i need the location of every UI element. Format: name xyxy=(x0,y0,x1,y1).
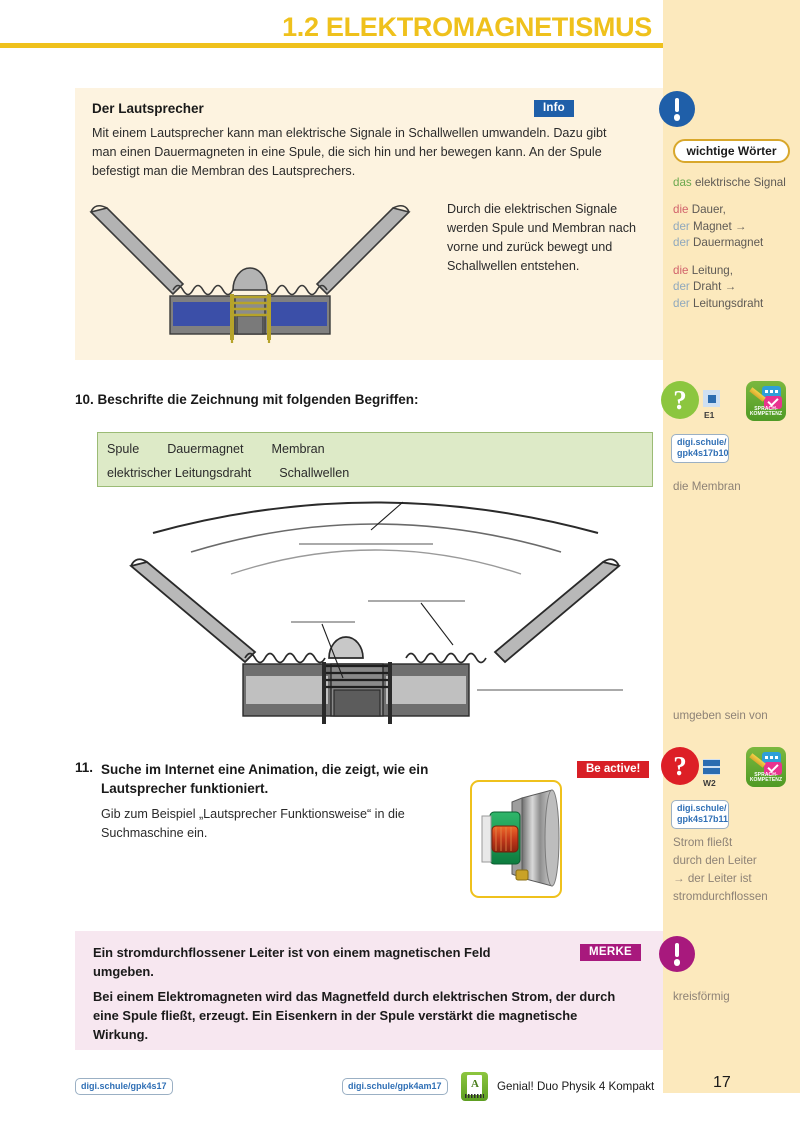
speech-bubble-icon xyxy=(762,386,781,398)
vocab-word: Leitungsdraht xyxy=(693,296,764,310)
merke-line-1: Ein stromdurchflossener Leiter ist von e… xyxy=(93,945,491,979)
page-number: 17 xyxy=(713,1074,731,1091)
exercise-10-wordbank: Spule Dauermagnet Membran elektrischer L… xyxy=(97,432,653,487)
article: die xyxy=(673,203,689,217)
wordbank-row: Spule Dauermagnet Membran xyxy=(107,442,325,456)
sidebar xyxy=(663,0,800,1093)
labelling-diagram xyxy=(129,501,623,724)
sprachkompetenz-badge[interactable]: SPRACH- KOMPETENZ xyxy=(746,381,786,421)
digi-schule-link[interactable]: digi.schule/ gpk4s17b10 xyxy=(671,434,729,463)
merke-line-2: Bei einem Elektromagneten wird das Magne… xyxy=(93,989,616,1042)
level-square-icon xyxy=(703,759,720,775)
vocab-entry: die Leitung, xyxy=(673,263,797,279)
info-panel-body: Mit einem Lautsprecher kann man elektris… xyxy=(92,126,607,179)
sidebar-note-membran: die Membran xyxy=(673,480,741,493)
article: das xyxy=(673,176,692,189)
vocab-group: die Dauer, der Magnet → der Dauermagnet xyxy=(673,202,797,251)
competence-label: SPRACH- KOMPETENZ xyxy=(749,405,783,418)
exercise-11-prompt: Suche im Internet eine Animation, die ze… xyxy=(101,762,429,797)
info-panel: Der Lautsprecher Mit einem Lautsprecher … xyxy=(75,88,663,360)
article: der xyxy=(673,280,690,294)
vocab-word: Dauer, xyxy=(691,203,726,217)
article: der xyxy=(673,236,690,250)
vocab-entry: der Draht → xyxy=(673,279,797,295)
vocab-word: Leitung, xyxy=(691,263,733,277)
exercise-10-heading: 10. Beschrifte die Zeichnung mit folgend… xyxy=(75,392,419,407)
sidebar-note-umgeben: umgeben sein von xyxy=(673,709,768,722)
vocab-entry: die Dauer, xyxy=(673,202,797,218)
exclamation-icon xyxy=(659,91,695,127)
level-square-icon xyxy=(703,390,720,407)
footer-digi-link-left[interactable]: digi.schule/gpk4s17 xyxy=(75,1078,173,1096)
sprachkompetenz-badge[interactable]: SPRACH- KOMPETENZ xyxy=(746,747,786,787)
question-mark-icon[interactable]: ? xyxy=(661,381,699,419)
vocab-list: das elektrische Signal die Dauer, der Ma… xyxy=(673,175,797,323)
info-panel-caption: Durch die elektrischen Signale werden Sp… xyxy=(447,202,637,274)
article: die xyxy=(673,263,689,277)
sidebar-note-kreisfoermig: kreisförmig xyxy=(673,990,730,1003)
vocab-heading: wichtige Wörter xyxy=(673,139,790,163)
footer-book-title: Genial! Duo Physik 4 Kompakt xyxy=(497,1080,655,1093)
loudspeaker-cross-section-diagram xyxy=(89,204,411,343)
sidebar-note-strom: Strom fließt durch den Leiter → der Leit… xyxy=(673,836,768,903)
speech-bubble-icon xyxy=(764,762,782,775)
vocab-entry: das elektrische Signal xyxy=(673,175,797,191)
vocab-entry: der Magnet → xyxy=(673,219,797,235)
vocab-entry: der Dauermagnet xyxy=(673,235,797,251)
vocab-group: das elektrische Signal xyxy=(673,175,797,191)
vocab-group: die Leitung, der Draht → der Leitungsdra… xyxy=(673,263,797,312)
question-mark-icon[interactable]: ? xyxy=(661,747,699,785)
vocab-word: elektrische Signal xyxy=(694,176,786,189)
speaker-render xyxy=(481,789,560,887)
header-rule xyxy=(0,43,663,48)
speech-bubble-icon xyxy=(762,752,781,764)
exercise-11-subtext: Gib zum Beispiel „Lautsprecher Funktions… xyxy=(101,807,405,840)
vocab-entry: der Leitungsdraht xyxy=(673,296,797,312)
competence-label: SPRACH- KOMPETENZ xyxy=(749,771,783,784)
footer-digi-link-mid[interactable]: digi.schule/gpk4am17 xyxy=(342,1078,448,1096)
vocab-word: Draht → xyxy=(693,280,737,294)
exclamation-icon xyxy=(659,936,695,972)
vocab-word: Dauermagnet xyxy=(693,236,764,250)
page-title: 1.2 ELEKTROMAGNETISMUS xyxy=(282,12,652,42)
level-label: E1 xyxy=(704,410,715,420)
exercise-11-number: 11. xyxy=(75,760,94,775)
info-panel-title: Der Lautsprecher xyxy=(92,101,204,116)
merke-badge: MERKE xyxy=(580,944,642,961)
speaker-photo-frame xyxy=(470,780,562,898)
merke-box: Ein stromdurchflossener Leiter ist von e… xyxy=(75,931,663,1050)
info-badge: Info xyxy=(534,100,574,117)
book-icon: A xyxy=(461,1072,488,1101)
digi-schule-link[interactable]: digi.schule/ gpk4s17b11 xyxy=(671,800,729,829)
article: der xyxy=(673,296,690,310)
be-active-badge: Be active! xyxy=(577,761,650,778)
level-label: W2 xyxy=(703,778,716,788)
speech-bubble-icon xyxy=(764,396,782,409)
article: der xyxy=(673,219,690,233)
wordbank-row: elektrischer Leitungsdraht Schallwellen xyxy=(107,466,350,480)
vocab-word: Magnet → xyxy=(693,219,747,233)
